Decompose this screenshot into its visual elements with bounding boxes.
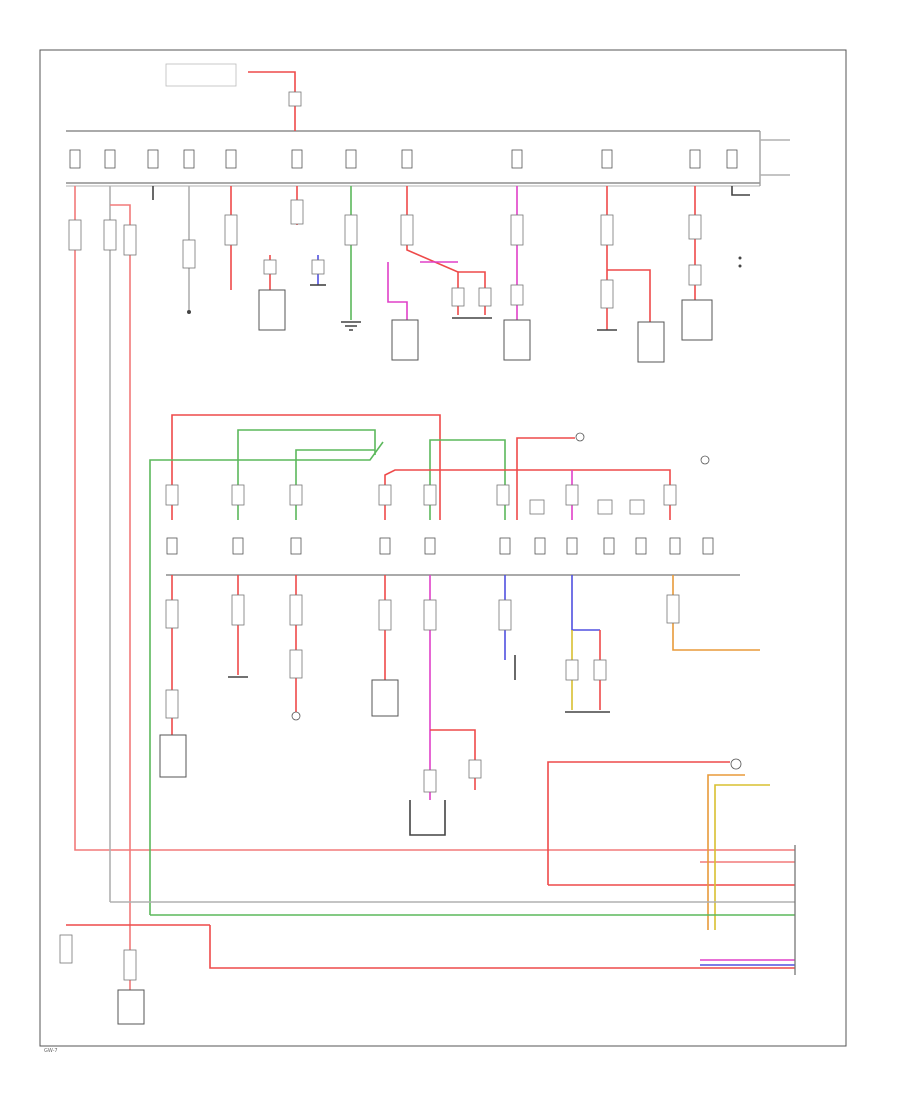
bottom-right-connector [66,758,796,975]
module-d [637,321,665,363]
middle-fuse-box [166,537,740,576]
bottom-left-component [59,934,145,1025]
module-b [391,319,419,361]
diagram-frame [39,49,847,1047]
right-markers [575,256,742,465]
top-supply-feed [165,63,302,131]
footer-code: GW-7 [44,1048,58,1054]
top-fuse-row [69,149,738,169]
top-branch-wires [68,186,795,990]
module-f [159,734,187,778]
lower-branch-wires [159,575,760,836]
upper-components [258,284,713,363]
middle-feed-wires [149,414,677,915]
module-h [117,989,145,1025]
top-fuse-box [66,130,790,187]
module-e [681,299,713,341]
module-c [503,319,531,361]
module-g [371,679,399,717]
module-a [258,289,286,331]
